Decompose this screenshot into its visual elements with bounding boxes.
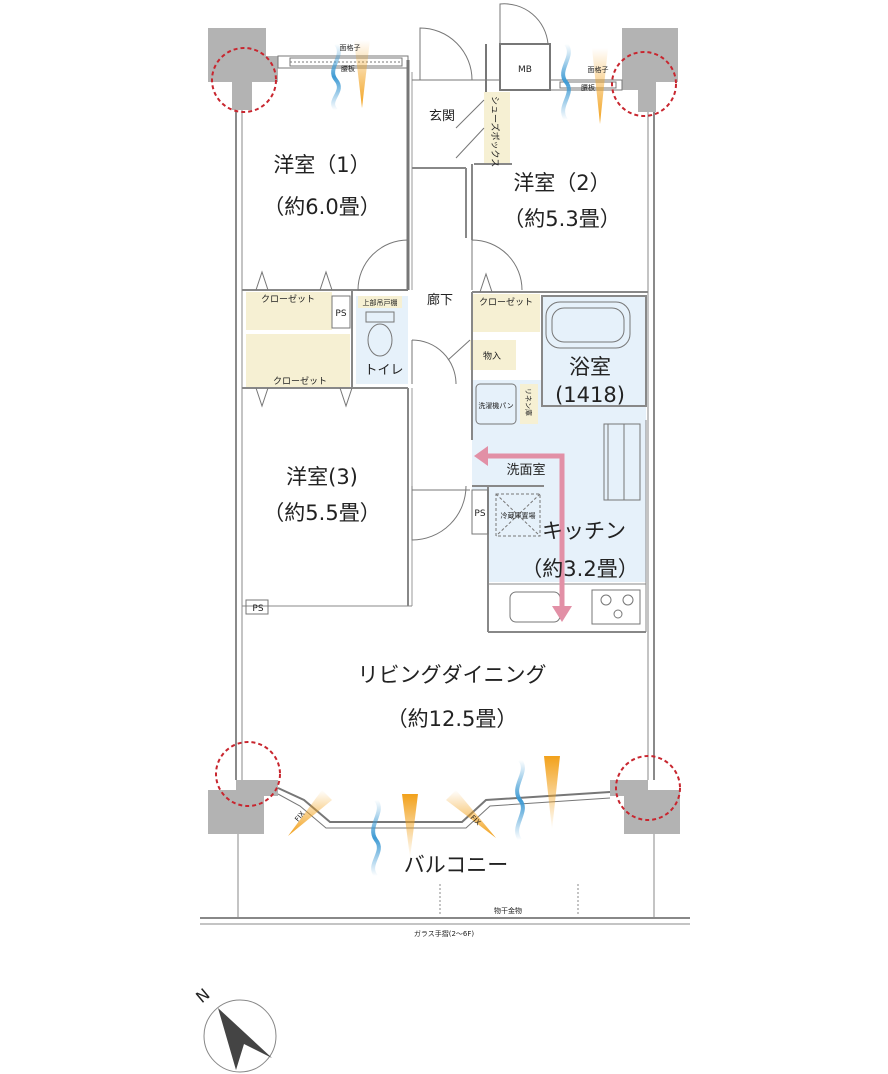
closet-1-fill xyxy=(246,292,332,330)
ps2-label: PS xyxy=(474,509,485,519)
lattice-label-1: 面格子 xyxy=(340,43,361,52)
toilet-cabinet-label: 上部吊戸棚 xyxy=(363,298,398,307)
toilet-label: トイレ xyxy=(364,363,403,378)
western1-name: 洋室（1） xyxy=(273,153,370,177)
balcony-label: バルコニー xyxy=(404,853,509,877)
windows xyxy=(277,57,617,829)
kitchen-area xyxy=(488,488,646,582)
kitchen-name: キッチン xyxy=(542,519,626,543)
entrance-label: 玄関 xyxy=(429,109,455,124)
sill-label-2: 腰板 xyxy=(581,83,595,92)
column-top-left xyxy=(208,28,278,110)
stove xyxy=(591,589,641,625)
hallway-label: 廊下 xyxy=(427,292,453,308)
room-labels: 洋室（1） （約6.0畳） 洋室（2） （約5.3畳） 洋室(3) （約5.5畳… xyxy=(263,109,638,877)
area-fills xyxy=(246,92,646,582)
lattice-label-2: 面格子 xyxy=(588,65,609,74)
sill-label-1: 腰板 xyxy=(341,64,355,73)
mb-label: MB xyxy=(518,65,532,75)
compass: N xyxy=(192,985,277,1073)
compass-needle-icon xyxy=(218,1008,272,1070)
column-markers xyxy=(211,47,681,821)
toilet-area xyxy=(356,296,408,384)
toilet-cabinet-fill xyxy=(358,296,402,308)
balcony xyxy=(200,834,690,925)
linen-label: リネン庫 xyxy=(524,388,533,416)
washroom-label: 洗面室 xyxy=(506,462,545,478)
fridge-space xyxy=(495,493,541,537)
storage-label: 物入 xyxy=(483,350,501,362)
closet-3-fill xyxy=(246,334,350,388)
shoebox-fill xyxy=(484,92,510,164)
closet3-label: クローゼット xyxy=(273,375,327,387)
kitchen-size: （約3.2畳） xyxy=(521,557,638,581)
western2-name: 洋室（2） xyxy=(513,171,610,195)
airflow xyxy=(288,40,608,878)
fridge-label: 冷蔵庫置場 xyxy=(501,511,536,520)
western3-size: （約5.5畳） xyxy=(263,501,380,525)
bath-name: 浴室 xyxy=(569,355,611,379)
linen-fill xyxy=(520,384,538,424)
fixture-labels: クローゼット クローゼット クローゼット PS PS PS MB 物入 洗濯機パ… xyxy=(252,43,608,938)
shoebox-label: シューズボックス xyxy=(489,96,501,167)
storage-fill xyxy=(470,340,516,370)
walls xyxy=(208,28,680,834)
closet-2-fill xyxy=(472,294,540,332)
doors xyxy=(255,3,625,541)
western2-size: （約5.3畳） xyxy=(503,207,620,231)
bathtub xyxy=(545,301,631,349)
western3-name: 洋室(3) xyxy=(286,465,358,489)
washer-label: 洗濯機パン xyxy=(478,401,513,410)
column-bottom-left xyxy=(208,780,278,834)
living-size: （約12.5畳） xyxy=(387,707,518,731)
north-label: N xyxy=(192,985,213,1007)
ps1-label: PS xyxy=(335,309,346,319)
closet2-label: クローゼット xyxy=(479,296,533,308)
glass-rail-label: ガラス手摺(2〜6F) xyxy=(414,929,475,938)
column-top-right xyxy=(622,28,678,112)
ps3-label: PS xyxy=(252,604,263,614)
circulation-arrow xyxy=(474,446,572,622)
laundry-hanger-label: 物干金物 xyxy=(494,906,522,915)
kitchen-sink xyxy=(509,591,561,623)
living-name: リビングダイニング xyxy=(358,663,547,687)
column-bottom-right xyxy=(610,780,680,834)
washer-pan xyxy=(475,383,517,425)
western1-size: （約6.0畳） xyxy=(263,195,380,219)
bath-size: (1418) xyxy=(555,383,625,407)
toilet-bowl xyxy=(367,323,393,357)
washroom-area xyxy=(472,380,646,490)
closet1-label: クローゼット xyxy=(261,293,315,305)
